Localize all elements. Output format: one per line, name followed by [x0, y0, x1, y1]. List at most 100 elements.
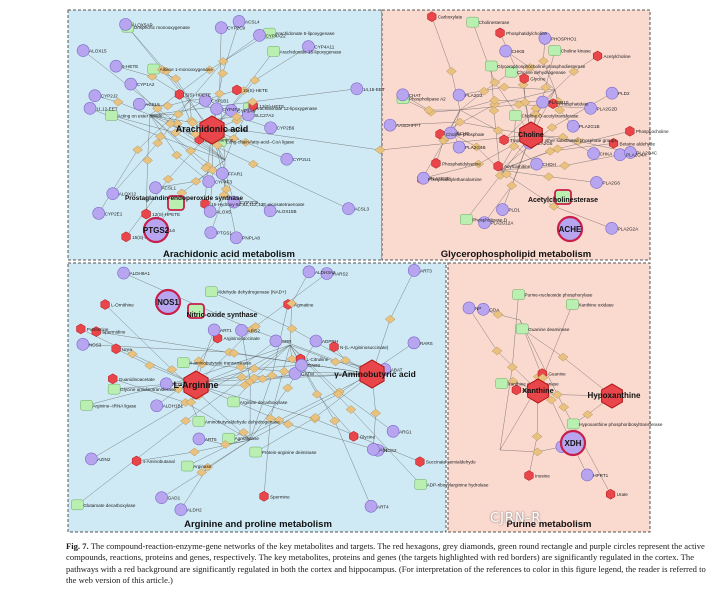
reaction-diamond-icon — [545, 395, 557, 405]
edge-line — [459, 104, 519, 111]
reaction-diamond-icon — [513, 100, 525, 109]
panel-glycerophospholipid-background — [381, 9, 651, 261]
node-label: CYP2J2 — [101, 94, 118, 99]
compound-hexagon-icon — [199, 115, 225, 145]
protein-box-icon — [167, 195, 185, 211]
gene-circle-icon — [350, 82, 364, 96]
node-label: Phosphatidylcholine — [506, 31, 547, 36]
node-label: Arginine--tRNA ligase — [92, 403, 136, 408]
reaction-diamond-icon — [489, 78, 501, 87]
gene-circle-icon — [159, 377, 173, 391]
edge-line — [423, 163, 479, 179]
hub-label: Choline — [518, 132, 544, 139]
reaction-diamond-icon — [552, 390, 563, 399]
node-label: Xanthine oxidase — [578, 302, 614, 307]
reaction-diamond-icon — [248, 373, 260, 383]
hub-label: γ-Aminobutyric acid — [334, 369, 416, 379]
protein-box-icon — [80, 400, 93, 411]
reaction-diamond-icon — [492, 126, 504, 135]
compound-hexagon-icon — [121, 231, 131, 243]
hub-label: Arachidonic acid — [176, 124, 249, 134]
gene-circle-icon — [477, 303, 490, 316]
node-label: CYP4A11 — [314, 45, 334, 50]
edge-line — [502, 143, 529, 210]
protein-box-icon — [495, 378, 508, 389]
node-label: Arginine decarboxylase — [240, 400, 288, 405]
gene-circle-icon — [584, 102, 597, 115]
node-label: ACSL3 — [354, 207, 369, 212]
hub-l-arginine: L-Arginine — [174, 370, 219, 400]
gene-circle-icon — [499, 44, 512, 58]
edge-line — [255, 417, 316, 453]
node-label: PLA2G2E — [430, 176, 450, 181]
node-label: ALDH7A1 — [172, 382, 193, 387]
reaction-diamond-icon — [506, 181, 518, 190]
node-label: PLA2G3 — [465, 93, 483, 98]
node-label: Spermidine — [102, 330, 126, 335]
reaction-diamond-icon — [498, 82, 510, 92]
edge-line — [553, 206, 612, 229]
edge-line — [249, 387, 288, 441]
target-xdh: XDH — [559, 429, 587, 457]
edge-line — [111, 115, 176, 134]
edge-line — [245, 142, 287, 160]
node-label: NOS2 — [384, 448, 397, 453]
compound-hexagon-icon — [259, 491, 269, 502]
panel-arginine-background — [67, 262, 447, 533]
edge-line — [542, 304, 573, 378]
gene-circle-icon — [605, 222, 619, 235]
gene-circle-icon — [367, 443, 380, 456]
node-label: Choline phosphate — [446, 132, 485, 137]
node-label: 4-Aminobutanal — [143, 459, 175, 464]
node-label: Urate — [617, 492, 629, 497]
edge-line — [334, 420, 372, 507]
reaction-diamond-icon — [489, 96, 500, 105]
node-label: PNPLA8 — [242, 236, 260, 241]
gene-circle-icon — [203, 205, 217, 218]
edge-line — [96, 331, 235, 354]
node-label: ALOX12 — [119, 192, 137, 197]
edge-line — [468, 307, 498, 352]
compound-hexagon-icon — [427, 11, 437, 22]
node-label: PLA2G4B — [465, 145, 485, 150]
node-label: Phosphocholine — [636, 129, 669, 134]
reaction-diamond-icon — [473, 159, 484, 169]
hub-label: L-Arginine — [174, 380, 219, 390]
reaction-diamond-icon — [384, 314, 396, 324]
edge-line — [529, 67, 556, 91]
node-label: Aminobutyraldehyde dehydrogenase — [205, 419, 280, 424]
edge-line — [253, 344, 291, 379]
compound-hexagon-icon — [431, 158, 441, 169]
target-label: NOS1 — [157, 298, 179, 307]
node-label: CYP2E1 — [105, 211, 123, 216]
reaction-diamond-icon — [532, 447, 543, 457]
node-label: FFAR1 — [228, 171, 243, 176]
edge-line — [289, 344, 336, 363]
reaction-diamond-icon — [220, 440, 231, 449]
reaction-diamond-icon — [530, 110, 542, 120]
node-label: ART4 — [377, 504, 389, 509]
edge-line — [431, 16, 452, 72]
gene-circle-icon — [624, 146, 637, 159]
reaction-diamond-icon — [446, 66, 457, 76]
gene-circle-icon — [590, 176, 603, 189]
node-label: 12(S)-HETE — [259, 104, 284, 109]
gene-circle-icon — [85, 452, 98, 466]
reaction-diamond-icon — [239, 380, 251, 390]
edge-line — [82, 344, 230, 353]
gene-circle-icon — [556, 215, 584, 243]
gene-circle-icon — [124, 77, 138, 91]
compound-hexagon-icon — [524, 470, 534, 481]
reaction-diamond-icon — [212, 141, 223, 150]
protein-box-icon — [516, 323, 529, 335]
edge-line — [80, 328, 133, 355]
compound-hexagon-icon — [232, 84, 242, 96]
node-label: Agmatinase — [235, 436, 260, 441]
edge-line — [522, 328, 564, 358]
gene-circle-icon — [192, 432, 206, 446]
node-label: GAD2 — [308, 363, 321, 368]
compound-hexagon-icon — [91, 326, 101, 337]
node-label: Guanidinoacetate — [119, 377, 155, 382]
node-label: CHDH — [543, 162, 556, 167]
gene-circle-icon — [580, 468, 594, 482]
